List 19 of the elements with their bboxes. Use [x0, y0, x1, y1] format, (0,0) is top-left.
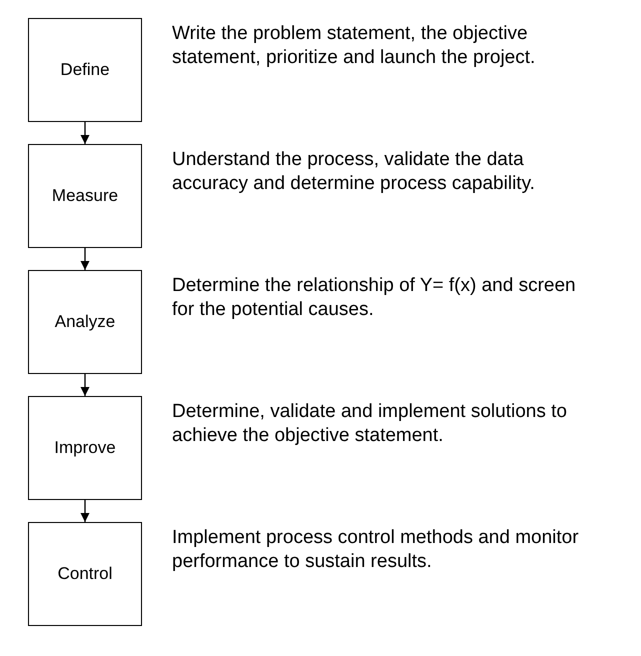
step-description: Write the problem statement, the objective statement, prioritize and launch the project.: [172, 22, 536, 70]
process-box: [28, 18, 142, 122]
step-description: Understand the process, validate the data accuracy and determine process capability.: [172, 148, 536, 196]
step-label: Measure: [52, 185, 118, 208]
step-label: Define: [60, 59, 110, 82]
process-box: [28, 522, 142, 626]
step-description: Determine the relationship of Y= f(x) and screen for the potential causes.: [172, 274, 577, 322]
step-label: Improve: [54, 437, 116, 460]
arrow: [80, 374, 90, 396]
arrow: [80, 122, 90, 144]
arrow: [80, 248, 90, 270]
step-description: Implement process control methods and monitor performance to sustain results.: [172, 526, 580, 574]
process-box: [28, 396, 142, 500]
process-box: [28, 270, 142, 374]
step-label: Analyze: [54, 311, 116, 334]
step-description: Determine, validate and implement solutions to achieve the objective statement.: [172, 400, 568, 448]
arrow: [80, 500, 90, 522]
step-label: Control: [58, 563, 112, 586]
process-box: [28, 144, 142, 248]
